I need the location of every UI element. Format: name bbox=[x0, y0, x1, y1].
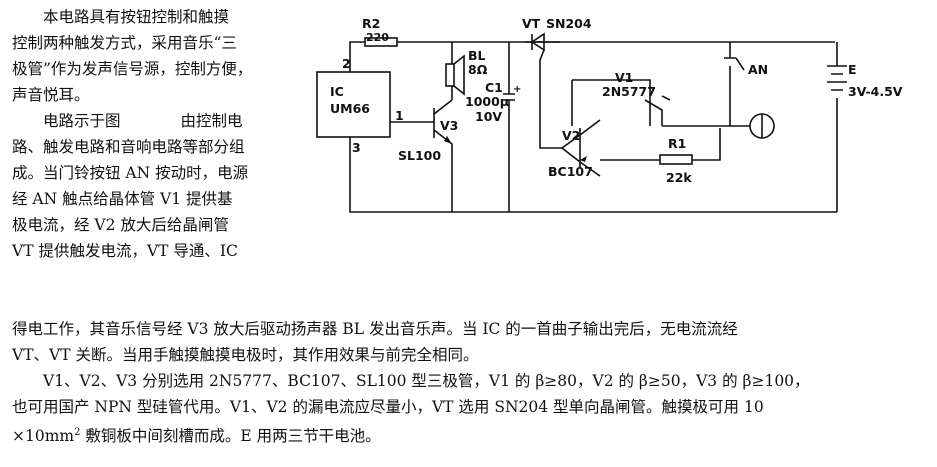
ic-pin-2: 2 bbox=[342, 56, 351, 71]
intro-paragraph: 本电路具有按钮控制和触摸 控制两种触发方式，采用音乐“三 极管”作为发声信号源，… bbox=[12, 4, 302, 264]
ic-pin-3: 3 bbox=[352, 140, 361, 155]
circuit-diagram: IC UM66 2 1 3 R2 220 BL 8Ω C1 1000μ 10V … bbox=[316, 16, 903, 213]
desc-line-1b: 由控制电 bbox=[180, 112, 243, 130]
battery-e bbox=[827, 65, 847, 91]
v1-model: 2N5777 bbox=[602, 84, 656, 99]
v2-name: V2 bbox=[562, 128, 580, 143]
top-wire bbox=[349, 41, 835, 50]
an-label: AN bbox=[748, 62, 768, 77]
ic-pin-1: 1 bbox=[395, 108, 404, 123]
r2-name: R2 bbox=[362, 16, 380, 31]
c1-voltage: 10V bbox=[475, 109, 502, 124]
v1-name: V1 bbox=[615, 70, 633, 85]
v3-emitter-arrow bbox=[444, 136, 452, 144]
v2-model: BC107 bbox=[548, 164, 593, 179]
r2-value: 220 bbox=[366, 31, 389, 44]
body-paragraph: 得电工作，其音乐信号经 V3 放大后驱动扬声器 BL 发出音乐声。当 IC 的一… bbox=[12, 316, 932, 449]
r2-resistor bbox=[364, 37, 398, 47]
vt-diode bbox=[530, 32, 545, 52]
vt-name: VT bbox=[522, 16, 541, 31]
r1-value: 22k bbox=[666, 170, 692, 185]
c1-capacitor bbox=[503, 42, 515, 212]
v3-model: SL100 bbox=[398, 148, 441, 163]
speaker-cone bbox=[453, 54, 465, 96]
e-label: E bbox=[848, 62, 857, 77]
body-line-5b: 敷铜板中间刻槽而成。E 用两三节干电池。 bbox=[80, 427, 381, 446]
body-line-1: 得电工作，其音乐信号经 V3 放大后驱动扬声器 BL 发出音乐声。当 IC 的一… bbox=[12, 320, 738, 338]
desc-line-1a: 电路示于图 bbox=[43, 112, 121, 130]
desc-line-1: 电路示于图 由控制电 bbox=[12, 108, 302, 134]
v3-transistor bbox=[390, 99, 453, 212]
bottom-wire bbox=[349, 145, 837, 213]
vt-gate bbox=[531, 34, 562, 149]
e-value: 3V-4.5V bbox=[848, 84, 903, 99]
ic-box bbox=[316, 71, 391, 138]
desc-line-5: 极电流，经 V2 放大后给晶闸管 bbox=[12, 216, 229, 234]
desc-line-4: 经 AN 触点给晶体管 V1 提供基 bbox=[12, 190, 233, 208]
ic-model: UM66 bbox=[330, 101, 370, 116]
body-line-5a: ×10mm bbox=[12, 427, 75, 446]
r1-name: R1 bbox=[668, 136, 686, 151]
v2-arrow bbox=[580, 156, 587, 162]
body-line-5-sup: 2 bbox=[74, 427, 81, 438]
body-line-3: V1、V2、V3 分别选用 2N5777、BC107、SL100 型三极管，V1… bbox=[43, 372, 810, 390]
c1-plus: + bbox=[513, 84, 521, 95]
c1-value: 1000μ bbox=[465, 94, 509, 109]
r1-wires bbox=[600, 128, 721, 161]
bl-value: 8Ω bbox=[468, 62, 488, 77]
body-line-4: 也可用国产 NPN 型硅管代用。V1、V2 的漏电流应尽量小，VT 选用 SN2… bbox=[12, 398, 764, 416]
intro-line-2: 控制两种触发方式，采用音乐“三 bbox=[12, 34, 237, 52]
bl-name: BL bbox=[468, 48, 486, 63]
speaker-body bbox=[445, 63, 455, 87]
c1-name: C1 bbox=[485, 80, 503, 95]
ic-label: IC bbox=[330, 84, 344, 99]
body-line-5: ×10mm2 敷铜板中间刻槽而成。E 用两三节干电池。 bbox=[12, 420, 932, 449]
desc-line-3: 成。当门铃按钮 AN 按动时，电源 bbox=[12, 164, 249, 182]
v2-transistor bbox=[561, 119, 601, 177]
intro-line-3: 极管”作为发声信号源，控制方便， bbox=[12, 60, 253, 78]
intro-line-1: 本电路具有按钮控制和触摸 bbox=[43, 8, 230, 26]
desc-line-2: 路、触发电路和音响电路等部分组 bbox=[12, 138, 245, 156]
v1-transistor bbox=[571, 79, 731, 127]
vt-model: SN204 bbox=[546, 16, 592, 31]
body-line-2: VT、VT 关断。当用手触摸触摸电极时，其作用效果与前完全相同。 bbox=[12, 346, 479, 364]
r1-resistor bbox=[659, 154, 693, 165]
an-switch bbox=[724, 42, 745, 96]
intro-line-4: 声音悦耳。 bbox=[12, 86, 90, 104]
desc-line-6: VT 提供触发电流，VT 导通、IC bbox=[12, 242, 238, 260]
v3-name: V3 bbox=[440, 118, 458, 133]
